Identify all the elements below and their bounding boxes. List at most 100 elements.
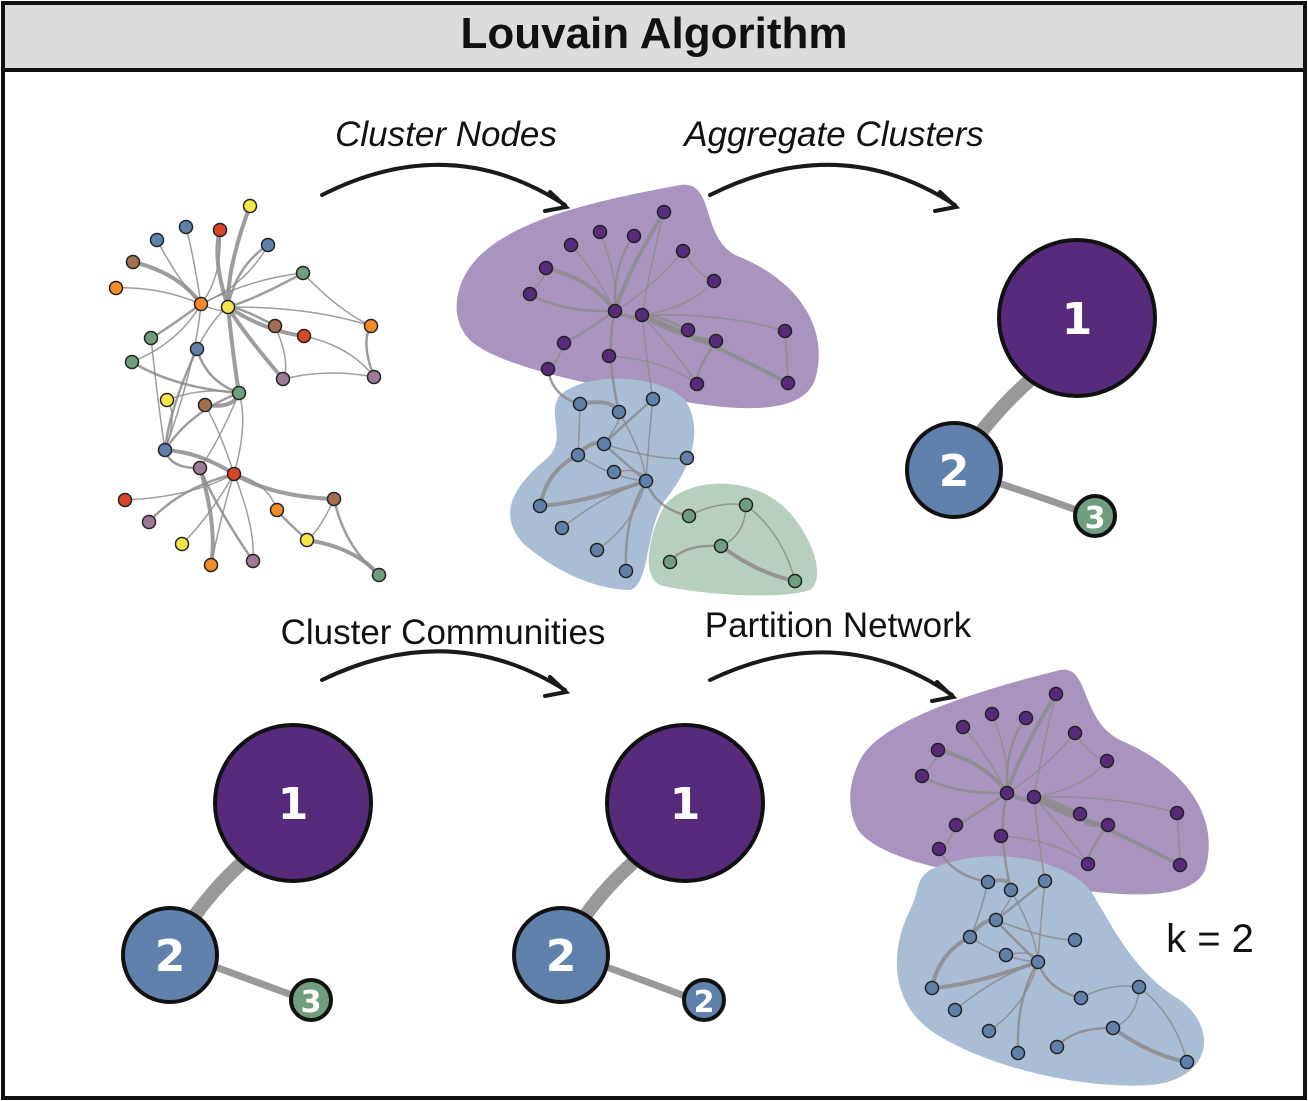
network-edge xyxy=(954,961,1039,1011)
network-edge xyxy=(303,335,375,378)
network-edge xyxy=(641,314,786,332)
network-node xyxy=(117,492,133,508)
network-node xyxy=(998,947,1014,963)
network-node xyxy=(570,447,586,463)
aggregate-node-label: 2 xyxy=(694,985,715,1020)
network-node xyxy=(212,222,228,238)
network-node xyxy=(611,404,627,420)
network-node xyxy=(1099,753,1115,769)
network-node xyxy=(178,219,194,235)
step-label-cluster-communities: Cluster Communities xyxy=(281,613,606,652)
network-node xyxy=(1003,882,1019,898)
network-node xyxy=(226,466,242,482)
arrow-partition-network xyxy=(708,650,954,697)
purple-partition-region xyxy=(850,669,1209,895)
network-edge xyxy=(1000,835,1089,865)
network-node xyxy=(689,376,705,392)
network-edge xyxy=(561,480,647,529)
network-node xyxy=(1172,857,1188,873)
network-edge xyxy=(641,211,665,316)
network-node xyxy=(371,567,387,583)
network-edge xyxy=(227,306,372,327)
network-node xyxy=(607,303,623,319)
network-node xyxy=(931,841,947,857)
aggregate-node-label: 2 xyxy=(546,931,577,982)
network-node xyxy=(589,542,605,558)
network-node xyxy=(149,232,165,248)
network-node xyxy=(299,532,315,548)
network-node xyxy=(522,286,538,302)
network-node xyxy=(125,254,141,270)
network-node xyxy=(275,371,291,387)
aggregate-node-2 xyxy=(512,906,610,1004)
network-node xyxy=(108,280,124,296)
network-node xyxy=(1067,932,1083,948)
network-node xyxy=(193,296,209,312)
network-edge xyxy=(150,337,166,451)
network-node xyxy=(634,307,650,323)
network-node xyxy=(662,554,678,570)
network-node xyxy=(626,228,642,244)
aggregate-node-3 xyxy=(1073,494,1117,538)
aggregate-node-1 xyxy=(213,723,373,883)
network-node xyxy=(948,817,964,833)
network-node xyxy=(999,785,1015,801)
aggregate-node-label: 3 xyxy=(1085,501,1106,536)
network-edge xyxy=(596,480,647,551)
network-edge xyxy=(1016,961,1040,1054)
network-node xyxy=(260,237,276,253)
network-node xyxy=(914,768,930,784)
network-edge xyxy=(545,266,617,313)
network-node xyxy=(174,536,190,552)
network-edge xyxy=(1111,1026,1188,1064)
network-node xyxy=(157,442,173,458)
aggregate-node-1 xyxy=(605,723,765,883)
arrow-head-icon xyxy=(933,190,961,213)
network-edge xyxy=(115,287,202,305)
network-edge xyxy=(198,467,215,566)
network-node xyxy=(1072,806,1088,822)
network-node xyxy=(924,980,940,996)
network-edge xyxy=(641,313,789,385)
network-edge xyxy=(164,303,202,451)
network-node xyxy=(675,243,691,259)
network-node xyxy=(143,330,159,346)
network-node xyxy=(606,464,622,480)
network-node xyxy=(656,204,672,220)
network-edge xyxy=(163,348,199,451)
network-edge xyxy=(1005,692,1058,794)
network-node xyxy=(1105,1020,1121,1036)
network-node xyxy=(296,328,312,344)
network-edge xyxy=(1033,796,1178,814)
network-edge xyxy=(131,360,240,395)
network-node xyxy=(1080,856,1096,872)
network-node xyxy=(366,369,382,385)
arrow-head-icon xyxy=(930,680,958,703)
network-edge xyxy=(1138,986,1188,1063)
aggregate-node-2 xyxy=(121,906,219,1004)
network-edge xyxy=(332,498,380,576)
network-node xyxy=(159,392,175,408)
arrow-cluster-nodes xyxy=(320,162,567,207)
network-node xyxy=(220,299,236,315)
network-node xyxy=(1010,1045,1026,1061)
network-node xyxy=(572,396,588,412)
network-node xyxy=(679,450,695,466)
network-node xyxy=(326,491,342,507)
network-node xyxy=(1073,990,1089,1006)
arrow-cluster-communities xyxy=(320,649,567,692)
network-node xyxy=(680,322,696,338)
network-node xyxy=(984,706,1000,722)
network-node xyxy=(955,719,971,735)
aggregate-node-3 xyxy=(289,978,333,1022)
blue-partition-region xyxy=(896,856,1204,1086)
network-node xyxy=(1030,954,1046,970)
network-edge xyxy=(163,391,240,451)
network-edge xyxy=(302,272,372,327)
network-node xyxy=(706,273,722,289)
network-node xyxy=(780,375,796,391)
aggregate-node-label: 1 xyxy=(1062,294,1093,345)
aggregate-node-3 xyxy=(682,978,726,1022)
network-node xyxy=(1018,710,1034,726)
